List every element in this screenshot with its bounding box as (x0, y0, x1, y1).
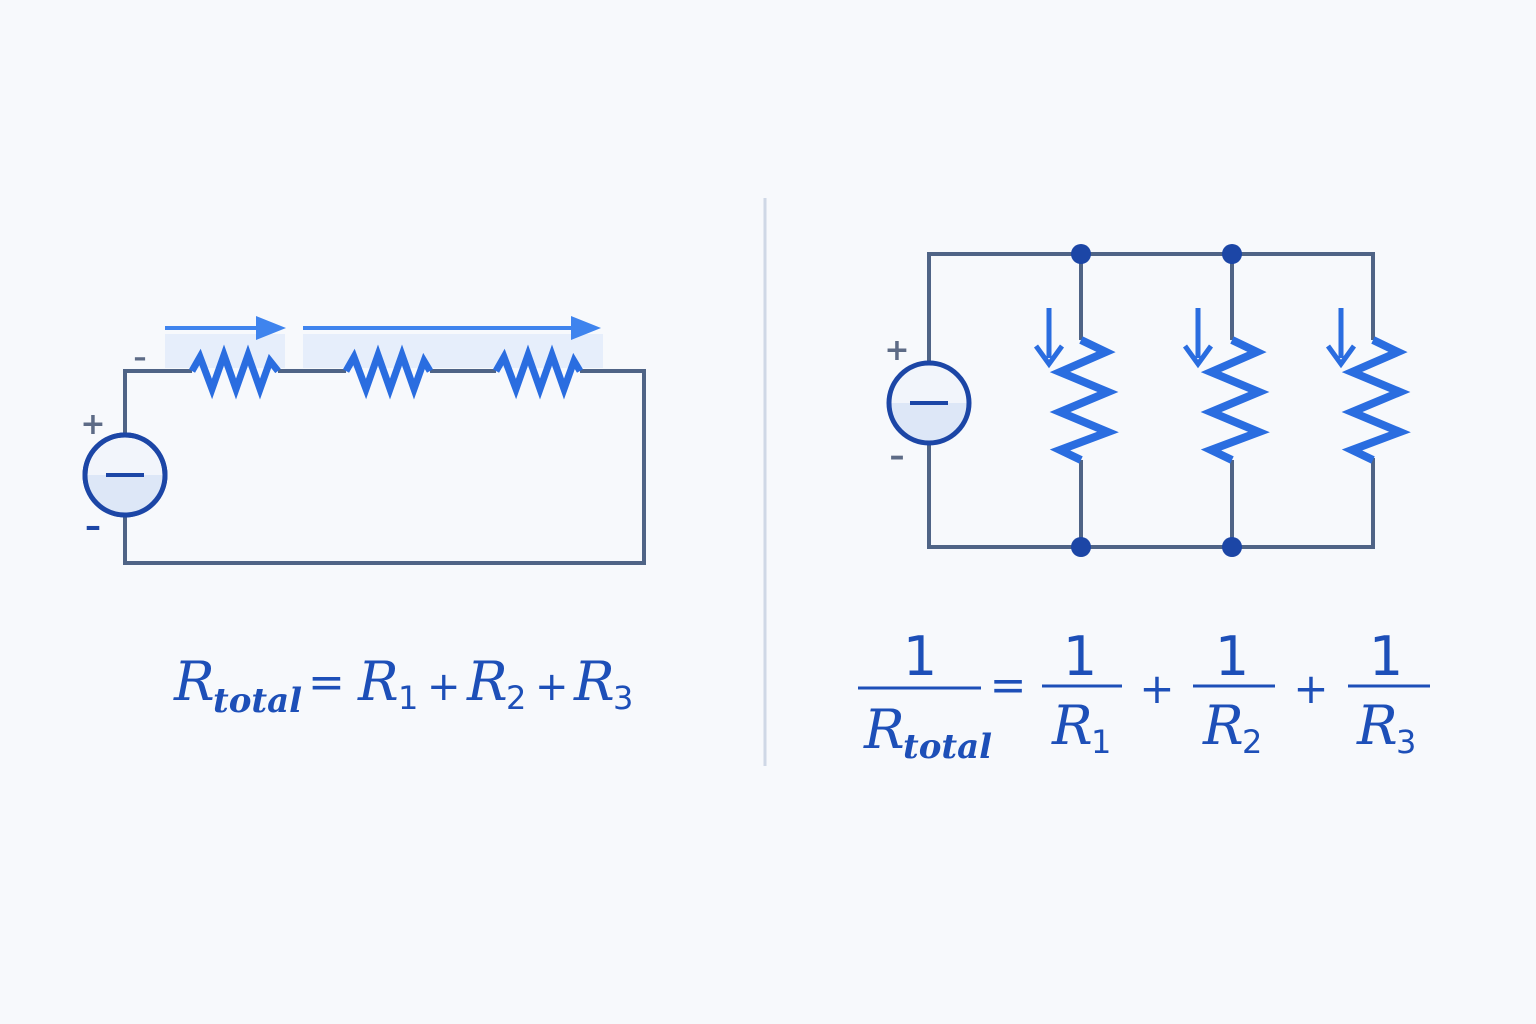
series-formula-term-2-subscript: 2 (506, 679, 526, 717)
parallel-formula-plus-1: + (1139, 664, 1174, 713)
parallel-wire-bottom (927, 444, 1375, 549)
parallel-formula-lhs-subscript: total (903, 727, 992, 767)
series-current-arrowhead-1 (256, 316, 286, 340)
series-formula-term-2-symbol: R (466, 650, 508, 713)
parallel-formula-plus-2: + (1293, 664, 1328, 713)
series-resistor-1 (188, 344, 281, 400)
parallel-node-bottom-2 (1222, 537, 1242, 557)
series-current-arrowhead-2 (571, 316, 601, 340)
parallel-formula: 1 R total = 1 R 1 + 1 R 2 + 1 (858, 625, 1430, 767)
parallel-formula-term-2-symbol: R (1202, 694, 1244, 757)
parallel-node-top-2 (1222, 244, 1242, 264)
parallel-resistor-3 (1341, 336, 1411, 464)
series-formula-plus-2: + (535, 664, 569, 710)
series-formula-lhs-symbol: R (173, 650, 215, 713)
parallel-formula-term-3-subscript: 3 (1396, 723, 1416, 761)
parallel-node-top-1 (1071, 244, 1091, 264)
series-formula-plus-1: + (427, 664, 461, 710)
series-resistor-3 (492, 344, 584, 400)
parallel-formula-lhs-symbol: R (863, 698, 905, 761)
series-source-minus-sign: – (85, 507, 101, 545)
series-formula-equals: = (308, 657, 345, 708)
series-resistor-2 (342, 344, 434, 400)
parallel-current-arrowhead-3 (1325, 344, 1357, 369)
parallel-source-ring (886, 360, 972, 446)
series-formula-term-3-symbol: R (573, 650, 615, 713)
parallel-formula-term-2-subscript: 2 (1242, 723, 1262, 761)
parallel-formula-term-1-numerator: 1 (1063, 625, 1097, 688)
parallel-node-bottom-1 (1071, 537, 1091, 557)
series-source-lower-shade (86, 475, 164, 514)
parallel-source-plus-sign: + (884, 333, 909, 368)
series-formula-lhs-subscript: total (213, 681, 302, 721)
parallel-circuit: + – 1 R total = 1 R 1 + 1 R 2 (858, 244, 1430, 767)
parallel-formula-equals: = (990, 660, 1027, 711)
parallel-formula-term-1-symbol: R (1051, 694, 1093, 757)
series-formula: R total = R 1 + R 2 + R 3 (173, 650, 633, 721)
series-wire-left-top (123, 369, 192, 435)
parallel-resistor-2 (1200, 336, 1270, 464)
parallel-formula-term-1-subscript: 1 (1091, 723, 1111, 761)
parallel-source-minus-sign: – (890, 439, 905, 474)
parallel-wire-top (927, 252, 1375, 362)
series-source-ring (82, 432, 168, 518)
parallel-formula-lhs-numerator: 1 (903, 625, 937, 688)
parallel-formula-term-3-symbol: R (1356, 694, 1398, 757)
parallel-current-arrowhead-1 (1033, 344, 1065, 369)
series-formula-term-1-subscript: 1 (398, 679, 418, 717)
parallel-formula-term-2-numerator: 1 (1215, 625, 1249, 688)
parallel-formula-term-3-numerator: 1 (1369, 625, 1403, 688)
series-source-plus-sign: + (80, 407, 105, 442)
series-formula-term-1-symbol: R (357, 650, 399, 713)
series-circuit: + – – R total = R 1 + R 2 + R 3 (80, 316, 646, 721)
series-voltage-source (82, 432, 168, 518)
parallel-voltage-source (886, 360, 972, 446)
series-wire-return (123, 369, 646, 565)
parallel-current-arrowhead-2 (1182, 344, 1214, 369)
parallel-resistor-1 (1049, 336, 1119, 464)
parallel-source-lower-shade (890, 403, 968, 442)
series-formula-term-3-subscript: 3 (613, 679, 633, 717)
series-top-minus-sign: – (134, 343, 147, 373)
